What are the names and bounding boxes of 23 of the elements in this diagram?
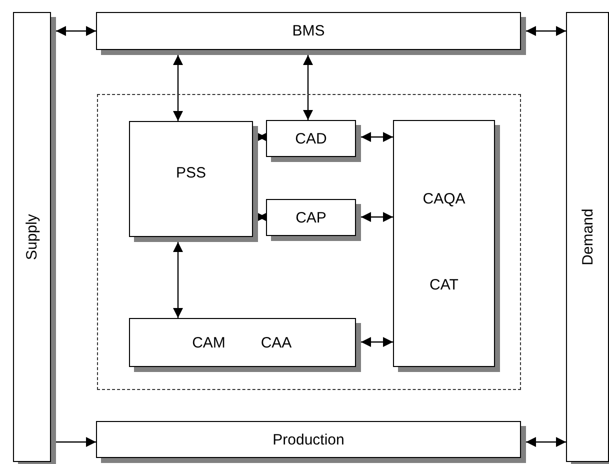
box-label: Production <box>272 431 344 448</box>
arrow <box>361 132 393 142</box>
arrow <box>303 55 313 120</box>
dashed-boundary <box>97 94 521 390</box>
box-label: Demand <box>579 208 596 266</box>
box-label: CAD <box>295 130 327 147</box>
arrow <box>256 132 268 142</box>
box-label: CAA <box>260 334 292 351</box>
box-label: CAP <box>296 209 326 226</box>
process-box <box>566 12 609 462</box>
arrow <box>526 26 566 36</box>
box-label: Supply <box>24 214 40 260</box>
box-label: CAQA <box>422 190 466 208</box>
box-label: CAM <box>192 334 226 351</box>
arrow <box>526 437 566 447</box>
arrow <box>173 242 183 318</box>
arrow <box>256 212 268 222</box>
box-label: PSS <box>176 164 206 182</box>
box-label: BMS <box>292 22 325 40</box>
arrow <box>361 337 393 347</box>
box-label: CAT <box>430 276 458 294</box>
arrow <box>361 212 393 222</box>
arrow <box>173 55 183 121</box>
